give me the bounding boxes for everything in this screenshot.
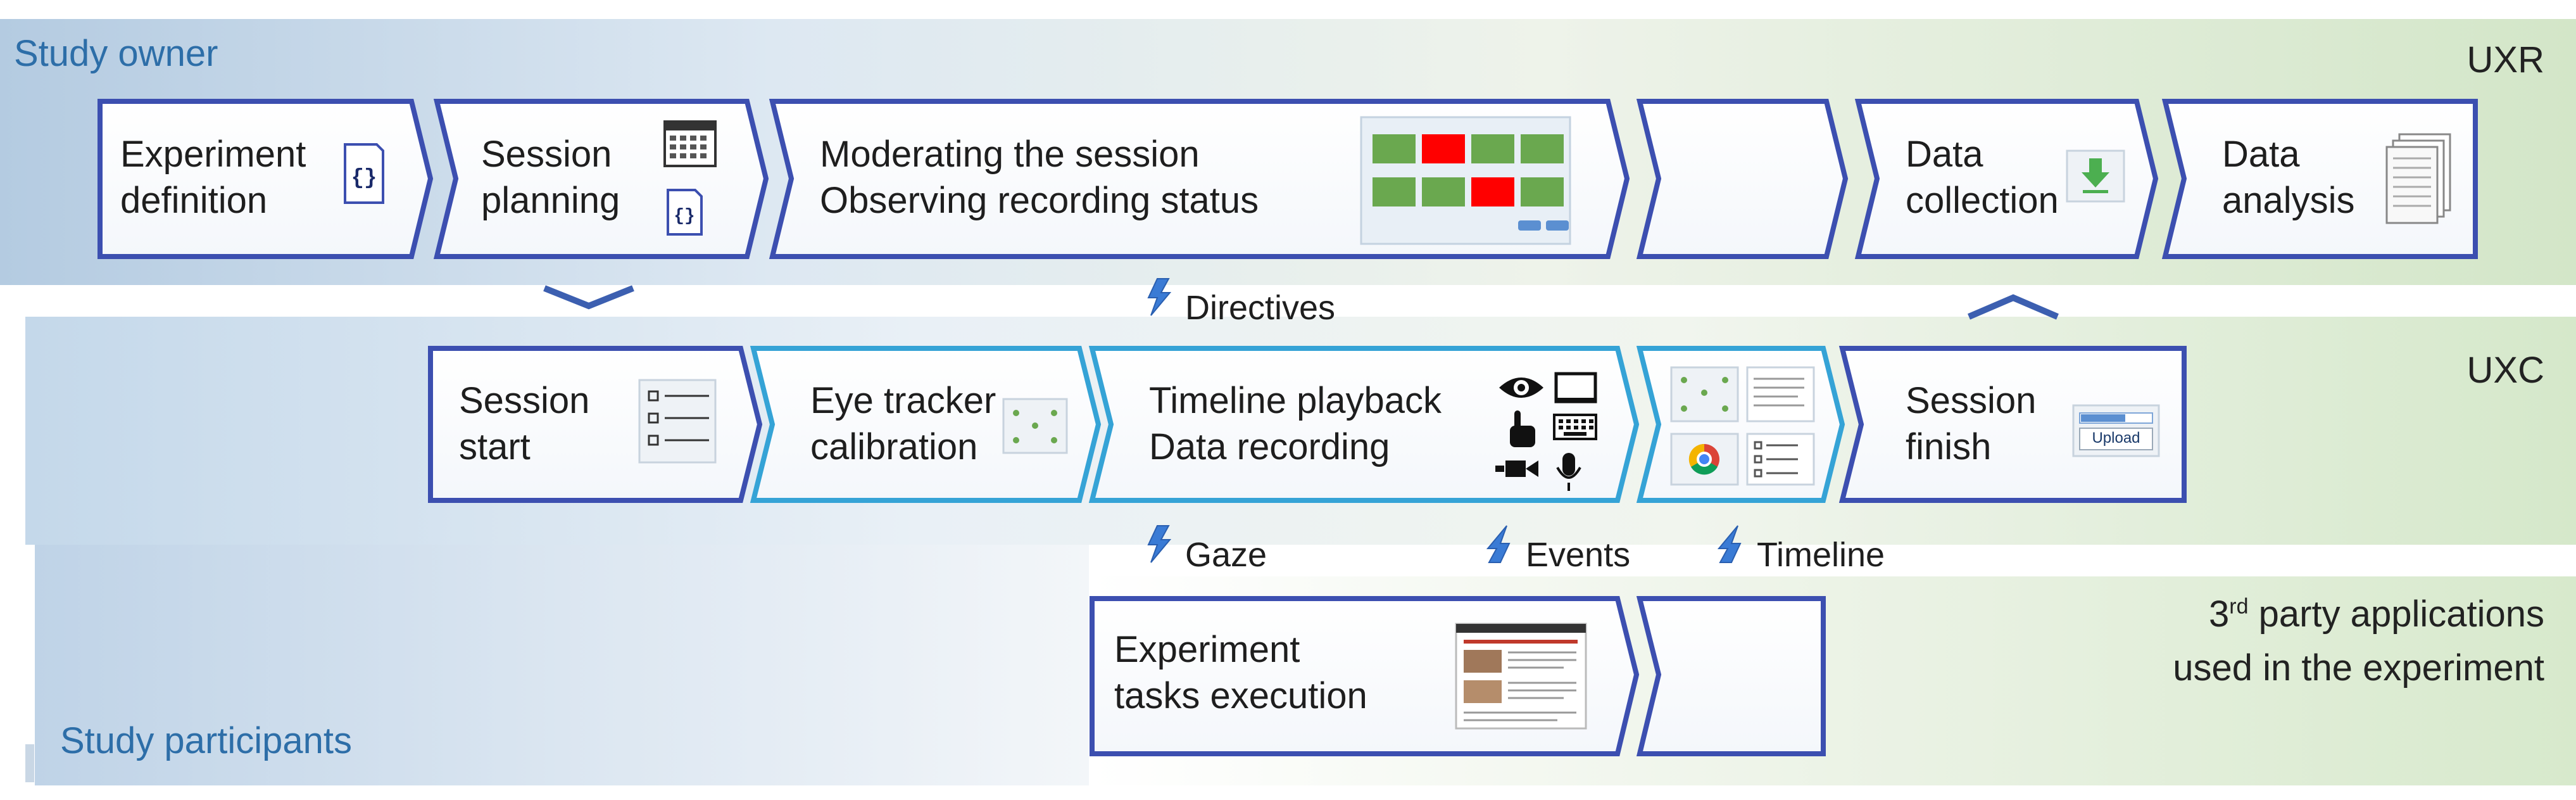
study-owner-label: Study owner xyxy=(14,33,218,74)
step-line: Session xyxy=(481,134,612,175)
data-collection-text: Data collection xyxy=(1906,132,2059,224)
step-line: tasks execution xyxy=(1114,675,1367,716)
step-line: Data xyxy=(2222,134,2300,175)
browser-logo-icon xyxy=(1688,443,1719,475)
eye-tracker-calibration-text: Eye tracker calibration xyxy=(810,378,996,470)
step-timeline-playback xyxy=(1088,346,1640,503)
calibration-points-icon xyxy=(1002,398,1068,454)
session-finish-text: Session finish xyxy=(1906,378,2036,470)
microphone-icon xyxy=(1556,453,1581,491)
directives-bolt-icon xyxy=(1148,278,1171,316)
step-line: Timeline playback xyxy=(1149,380,1442,421)
recording-status-grid-icon xyxy=(1360,116,1571,245)
gaze-label: Gaze xyxy=(1185,536,1267,574)
svg-text:{}: {} xyxy=(351,167,377,191)
step-line: planning xyxy=(481,179,620,221)
events-bolt-icon xyxy=(1487,525,1510,563)
up-chevron-mark xyxy=(1968,294,2059,320)
step-line: collection xyxy=(1906,179,2059,221)
step-line: Observing recording status xyxy=(820,179,1259,221)
step-line: start xyxy=(459,426,531,467)
session-start-text: Session start xyxy=(459,378,589,470)
keyboard-icon xyxy=(1553,414,1597,440)
directives-label: Directives xyxy=(1185,289,1336,327)
eye-icon xyxy=(1499,378,1543,398)
step-line: calibration xyxy=(810,426,978,467)
calendar-icon: {} xyxy=(663,120,717,236)
hand-pointer-icon xyxy=(1510,410,1535,447)
timeline-label: Timeline xyxy=(1757,536,1885,574)
step-line: definition xyxy=(120,179,268,221)
step-line: finish xyxy=(1906,426,1992,467)
checklist-icon xyxy=(638,379,717,464)
uxc-label: UXC xyxy=(2466,350,2544,391)
svg-text:{}: {} xyxy=(674,206,695,226)
step-line: Moderating the session xyxy=(820,134,1200,175)
timeline-thumbnails-icon xyxy=(1670,366,1815,486)
documents-stack-icon xyxy=(2385,133,2451,224)
timeline-playback-text: Timeline playback Data recording xyxy=(1149,378,1442,470)
upload-icon xyxy=(2072,404,2160,457)
video-camera-icon xyxy=(1495,460,1538,477)
third-party-label-line2: used in the experiment xyxy=(2173,647,2544,689)
step-experiment-definition xyxy=(97,99,434,259)
experiment-tasks-text: Experiment tasks execution xyxy=(1114,627,1367,719)
download-icon xyxy=(2066,149,2125,203)
step-session-finish xyxy=(1838,346,2187,503)
step-line: Eye tracker xyxy=(810,380,996,421)
third-party-label-line1: 3rd party applications xyxy=(2209,594,2544,635)
gaze-bolt-icon xyxy=(1148,525,1171,563)
code-braces-icon: {} xyxy=(344,143,384,204)
monitor-icon xyxy=(1554,372,1597,403)
step-third-party-empty xyxy=(1636,596,1826,756)
step-line: Data recording xyxy=(1149,426,1390,467)
timeline-bolt-icon xyxy=(1718,525,1741,563)
stack-shadow xyxy=(25,744,34,782)
experiment-definition-text: Experiment definition xyxy=(120,132,306,224)
moderating-session-text: Moderating the session Observing recordi… xyxy=(820,132,1259,224)
step-eye-tracker-calibration xyxy=(750,346,1102,503)
step-line: Data xyxy=(1906,134,1983,175)
step-line: Session xyxy=(1906,380,2037,421)
data-analysis-text: Data analysis xyxy=(2222,132,2355,224)
down-chevron-mark xyxy=(543,285,634,310)
step-uxr-empty xyxy=(1636,99,1849,259)
uxr-label: UXR xyxy=(2466,39,2544,80)
step-line: Experiment xyxy=(120,134,306,175)
webpage-screenshot-icon xyxy=(1455,623,1587,730)
session-planning-text: Session planning xyxy=(481,132,620,224)
upload-button-label: Upload xyxy=(2092,429,2140,447)
events-label: Events xyxy=(1526,536,1631,574)
step-line: Experiment xyxy=(1114,629,1300,670)
step-line: analysis xyxy=(2222,179,2355,221)
step-data-collection xyxy=(1854,99,2159,259)
study-participants-label: Study participants xyxy=(60,720,353,761)
step-line: Session xyxy=(459,380,590,421)
sensors-icon xyxy=(1495,372,1597,491)
